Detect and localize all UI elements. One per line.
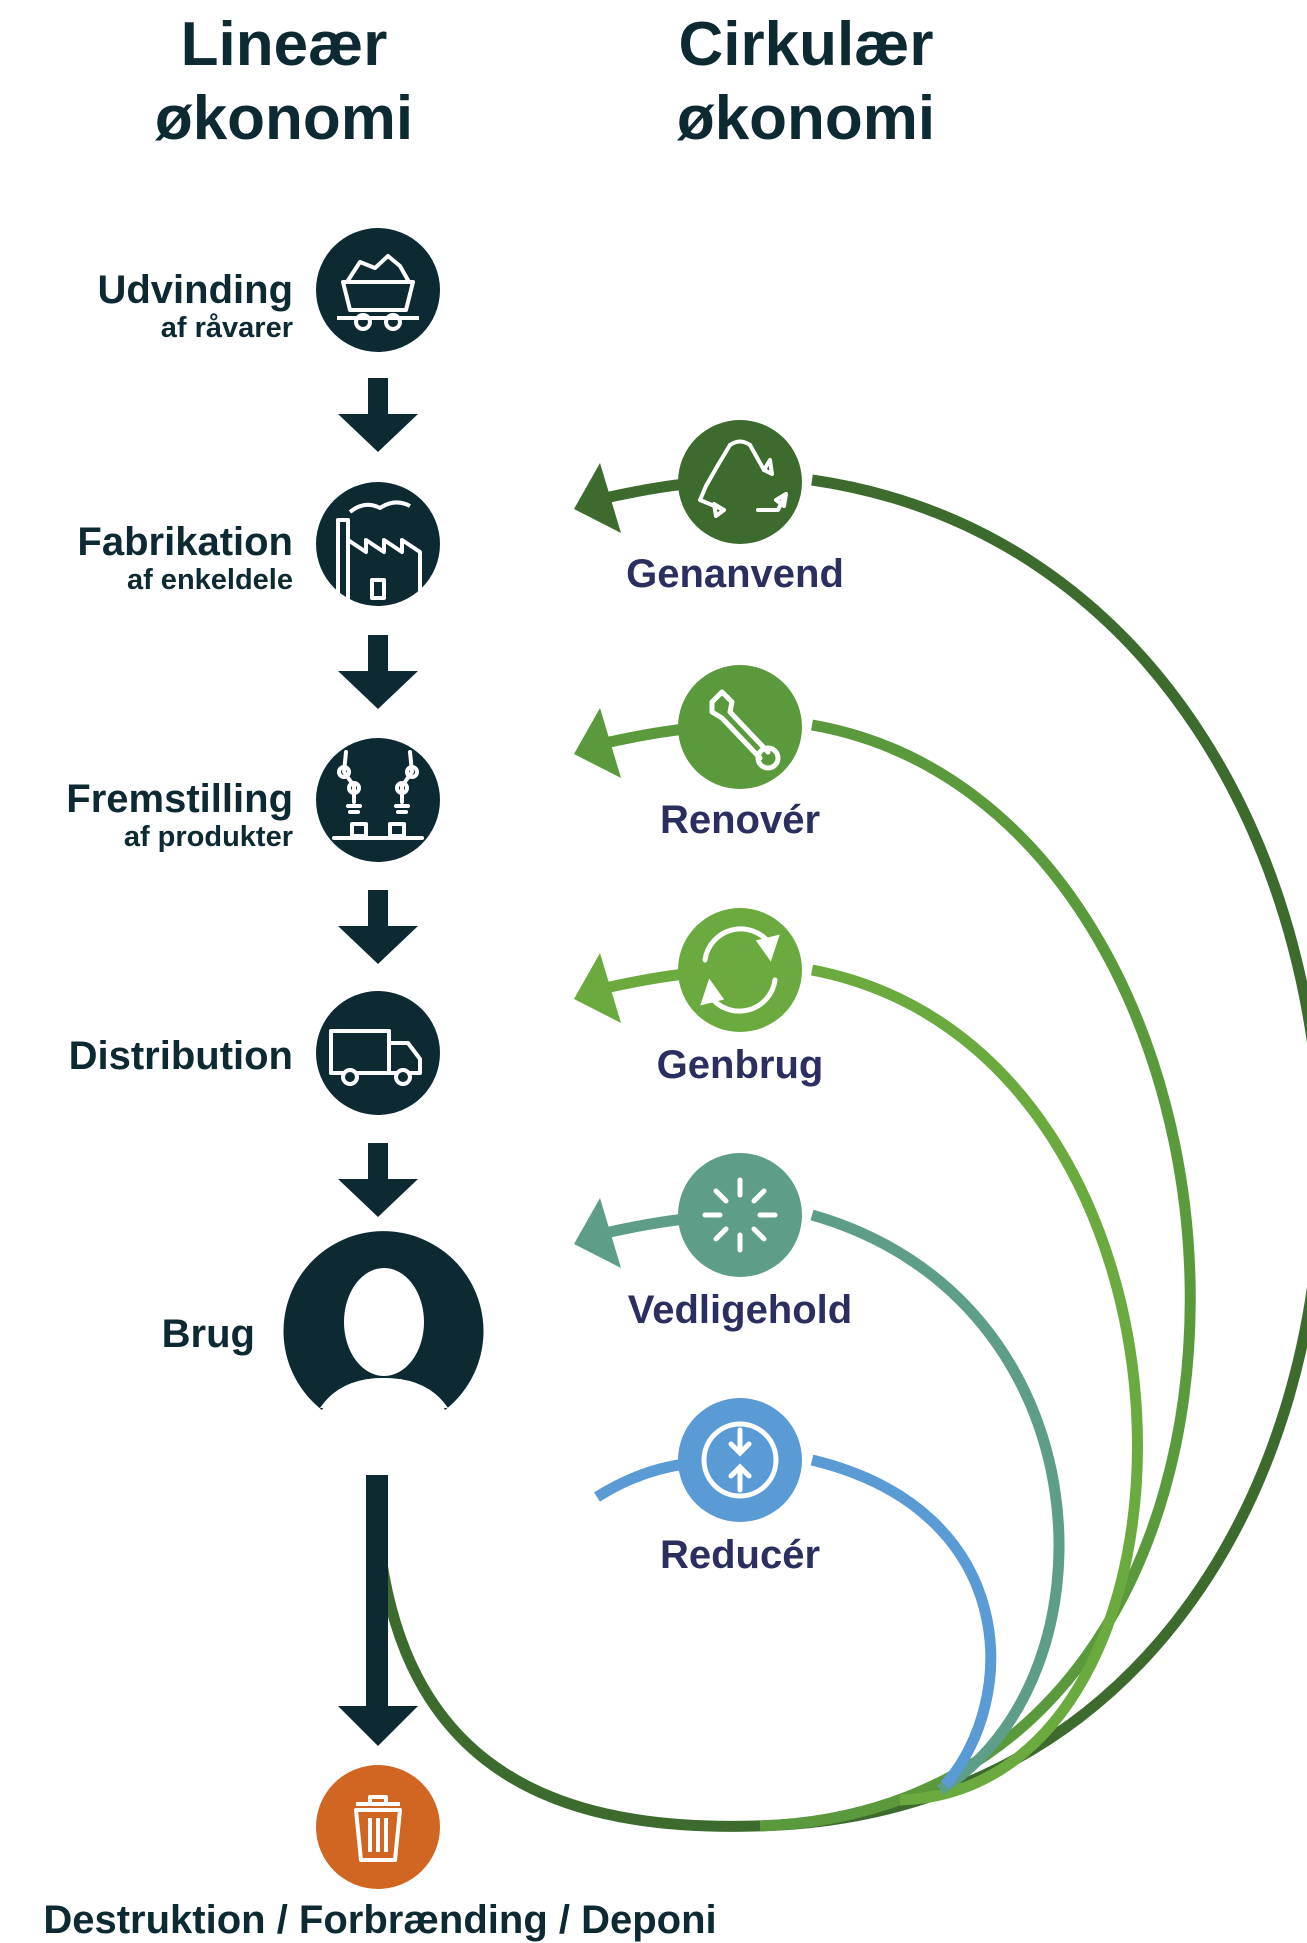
- arrow-head-genanvend: [574, 463, 621, 533]
- arrow-head-renover: [574, 708, 621, 778]
- circular-label-renover: Renovér: [659, 798, 821, 842]
- stage-label-brug: Brug: [161, 1312, 255, 1356]
- down-arrow-2: [338, 635, 418, 709]
- factory-icon: [316, 482, 440, 606]
- final-label-destruktion: Destruktion / Forbrænding / Deponi: [43, 1898, 717, 1942]
- stage-label-distribution: Distribution: [68, 1034, 293, 1078]
- loop-arc-genanvend: [369, 474, 1307, 1832]
- down-arrow-1: [338, 378, 418, 452]
- arrow-tail-genbrug: [603, 968, 686, 994]
- circular-label-vedligehold: Vedligehold: [627, 1288, 853, 1332]
- trash-icon: [316, 1765, 440, 1889]
- arrow-head-genbrug: [574, 953, 621, 1023]
- arrow-tail-reducer: [594, 1458, 686, 1502]
- recycle-icon: [678, 420, 802, 544]
- down-arrow-4: [338, 1143, 418, 1217]
- person-icon: [283, 1231, 484, 1410]
- arrow-head-vedligehold: [574, 1198, 621, 1268]
- loop-arc-renover: [759, 719, 1196, 1832]
- loop-arc-genbrug: [810, 964, 1143, 1806]
- robot-arms-icon: [316, 738, 440, 862]
- loop-arc-reducer: [810, 1454, 997, 1789]
- circular-label-genbrug: Genbrug: [656, 1043, 824, 1087]
- circular-label-reducer: Reducér: [659, 1533, 821, 1577]
- arrow-tail-genanvend: [603, 478, 686, 504]
- truck-icon: [316, 991, 440, 1115]
- down-arrow-3: [338, 890, 418, 964]
- maintain-spark-icon: [678, 1153, 802, 1277]
- circular-label-genanvend: Genanvend: [626, 552, 844, 596]
- wrench-icon: [678, 665, 802, 789]
- mine-cart-icon: [316, 228, 440, 352]
- reuse-arrows-icon: [678, 908, 802, 1032]
- arrow-tail-vedligehold: [603, 1213, 686, 1239]
- arrow-tail-renover: [603, 723, 686, 749]
- reduce-icon: [678, 1398, 802, 1522]
- down-arrow-long: [338, 1475, 418, 1746]
- loop-arc-vedligehold: [810, 1209, 1065, 1795]
